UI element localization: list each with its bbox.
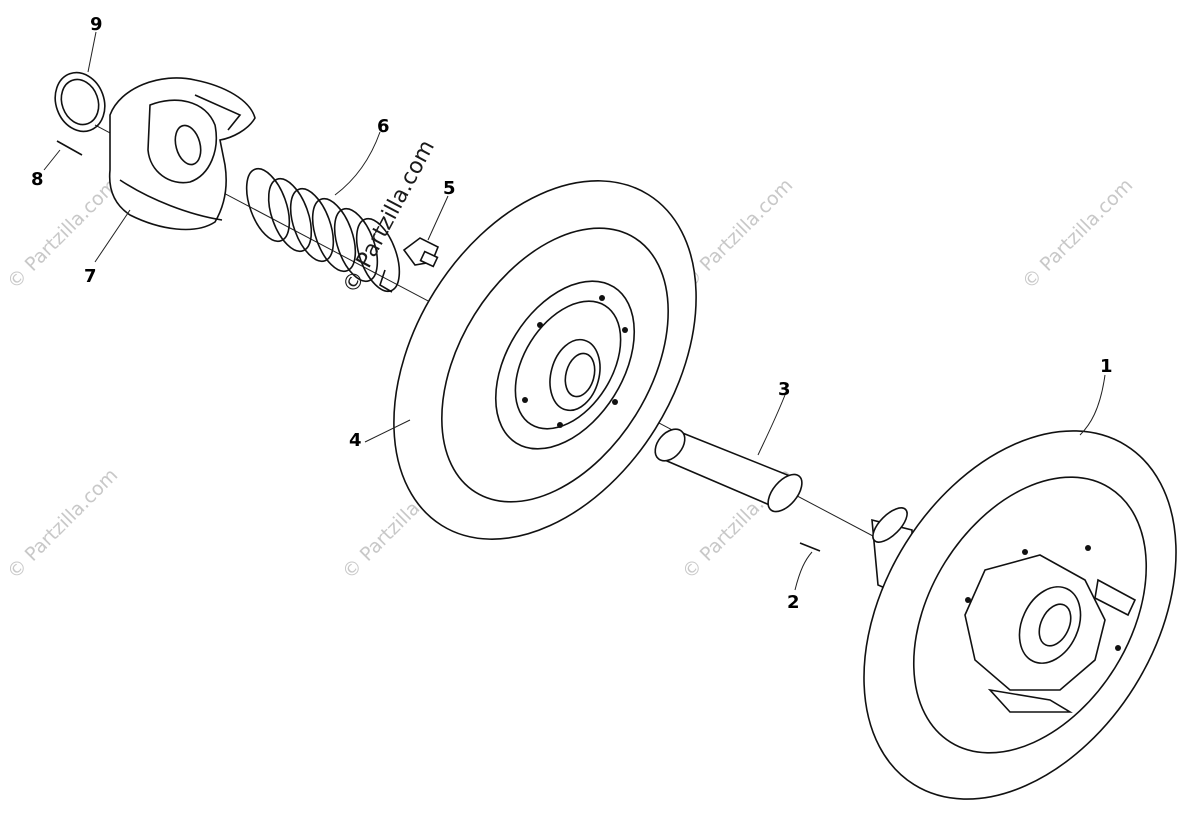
part-8-pin: [56, 140, 83, 156]
watermark-overlay: © Partzilla.com: [338, 136, 440, 298]
part-2-key: [799, 542, 821, 552]
watermark: © Partzilla.com: [3, 174, 122, 293]
watermark: © Partzilla.com: [678, 174, 797, 293]
watermark: © Partzilla.com: [3, 464, 122, 583]
callout-9: 9: [90, 14, 103, 35]
part-9-snap-ring: [54, 71, 106, 133]
part-7-cam: [108, 77, 256, 231]
part-3-bushing: [654, 428, 803, 513]
callout-4: 4: [349, 430, 362, 451]
callout-8: 8: [31, 169, 44, 190]
callout-6: 6: [377, 116, 390, 137]
callout-labels: 9 8 7 6 5 4 3 2 1: [31, 14, 1113, 613]
callout-3: 3: [778, 379, 791, 400]
callout-1: 1: [1100, 356, 1113, 377]
part-1-fixed-sheave: [863, 430, 1177, 800]
callout-2: 2: [787, 592, 800, 613]
part-5-button: [402, 237, 440, 268]
callout-5: 5: [443, 178, 456, 199]
callout-7: 7: [84, 266, 97, 287]
part-6-spring: [245, 167, 401, 293]
part-4-movable-sheave: [393, 180, 697, 540]
watermark: © Partzilla.com: [1018, 174, 1137, 293]
leader-lines: [43, 31, 1106, 591]
